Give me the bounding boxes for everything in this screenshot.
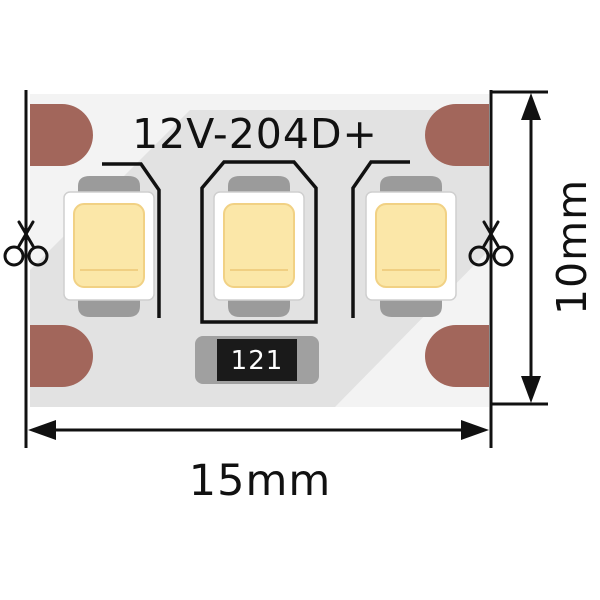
led-2 (200, 160, 318, 324)
resistor-code: 121 (231, 346, 284, 376)
width-label: 15mm (189, 456, 332, 506)
led-outline (102, 162, 161, 318)
arrow-head-down (521, 376, 541, 403)
height-label: 10mm (548, 179, 596, 315)
solder-pad-bottom-left (30, 325, 93, 387)
led-outline (351, 160, 410, 318)
solder-pad-top-left (30, 104, 93, 166)
led-lens-bottom (78, 296, 140, 317)
strip-model-label: 12V-204D+ (132, 110, 378, 158)
led-outline (200, 160, 318, 324)
led-lens-bottom (380, 296, 442, 317)
resistor-body (217, 339, 297, 381)
arrow-head-left (28, 420, 56, 440)
width-dimension: 15mm (28, 420, 489, 506)
scissors-icon (468, 220, 514, 267)
arrow-head-right (461, 420, 489, 440)
led-3 (351, 160, 457, 318)
arrow-head-up (521, 93, 541, 120)
led-emitter (223, 203, 295, 288)
height-dimension: 10mm (491, 90, 596, 406)
solder-pad-bottom-right (425, 325, 489, 387)
led-emitter (73, 203, 145, 288)
led-emitter (375, 203, 447, 288)
led-lens-bottom (228, 296, 290, 317)
resistor: 121 (195, 336, 319, 384)
solder-pad-top-right (425, 104, 489, 166)
scissors-icon (3, 220, 49, 267)
led-1 (63, 162, 161, 318)
